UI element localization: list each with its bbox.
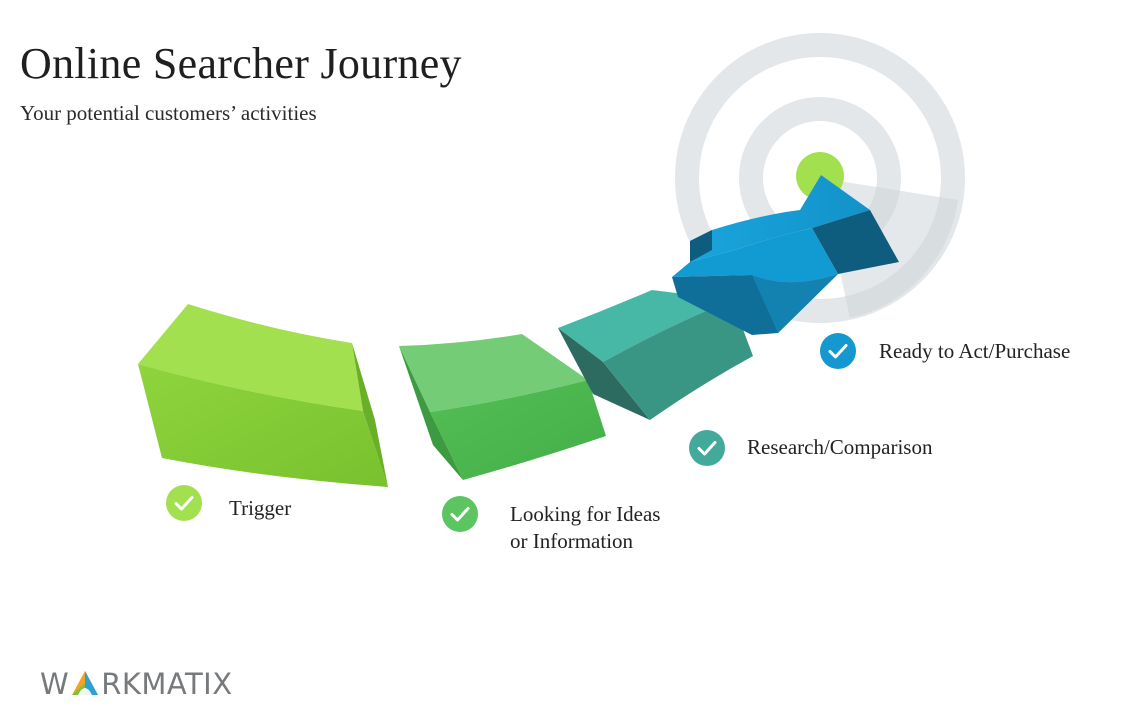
stage-label-trigger: Trigger xyxy=(229,496,292,520)
stage-label-ideas: Looking for Ideas or Information xyxy=(510,502,661,553)
check-circle-icon xyxy=(442,496,478,532)
stage-segment-research xyxy=(558,290,753,420)
check-circle-icon xyxy=(820,333,856,369)
stage-label-ready: Ready to Act/Purchase xyxy=(879,339,1071,363)
workmatix-logo-icon xyxy=(70,669,100,705)
page-title: Online Searcher Journey xyxy=(20,39,462,88)
stage-segment-ideas xyxy=(399,334,606,480)
check-circle-icon xyxy=(689,430,725,466)
check-circle-icon xyxy=(166,485,202,521)
page-subtitle: Your potential customers’ activities xyxy=(20,101,317,125)
stage-segment-trigger xyxy=(138,304,388,487)
stage-label-research: Research/Comparison xyxy=(747,435,933,459)
stage-segment-ready-arrow xyxy=(672,175,899,335)
